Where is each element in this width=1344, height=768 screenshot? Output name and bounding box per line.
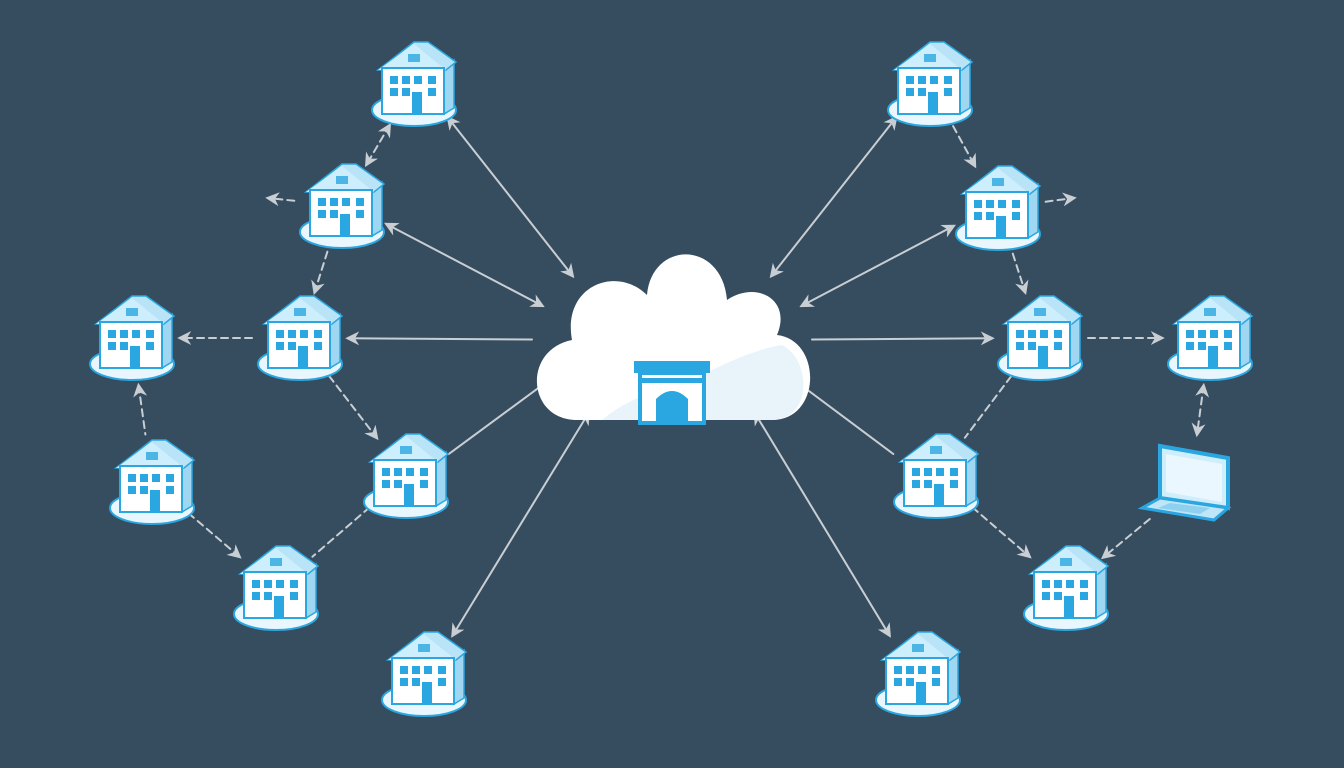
link-tl-2-l-mid xyxy=(311,250,329,295)
node-b-right xyxy=(875,631,962,717)
cloud-hub xyxy=(536,254,811,425)
building-icon xyxy=(875,631,962,717)
building-icon xyxy=(955,165,1042,251)
node-l-low xyxy=(109,439,196,525)
node-r-far xyxy=(1167,295,1254,381)
node-r-bottom xyxy=(1023,545,1110,631)
gateway-building-icon xyxy=(634,361,710,425)
building-icon xyxy=(363,433,450,519)
link-hub-r-mid xyxy=(811,331,995,346)
link-hub-tl-2 xyxy=(384,222,545,308)
link-laptop-r-bottom xyxy=(1100,518,1151,560)
building-icon xyxy=(89,295,176,381)
building-icon xyxy=(109,439,196,525)
link-hub-l-inner xyxy=(447,380,549,456)
building-icon xyxy=(299,163,386,249)
link-l-low-l-bottom xyxy=(187,512,242,559)
hub-layer xyxy=(536,254,811,425)
link-r-mid-r-inner xyxy=(963,375,1013,439)
node-r-mid xyxy=(997,295,1084,381)
building-icon xyxy=(997,295,1084,381)
building-icon xyxy=(893,433,980,519)
node-tr-top xyxy=(887,41,974,127)
node-l-mid xyxy=(257,295,344,381)
link-hub-b-left xyxy=(451,410,590,638)
link-tl-top-tl-2 xyxy=(364,122,392,168)
link-hub-tr-2 xyxy=(799,224,956,308)
building-icon xyxy=(1167,295,1254,381)
node-l-inner xyxy=(363,433,450,519)
building-icon xyxy=(381,631,468,717)
link-hub-b-right xyxy=(753,410,891,638)
laptop-icon xyxy=(1137,443,1232,522)
link-tl-2-left-stub xyxy=(265,192,296,207)
link-hub-tl-top xyxy=(446,115,575,279)
building-icon xyxy=(233,545,320,631)
node-tl-2 xyxy=(299,163,386,249)
link-hub-r-inner xyxy=(795,380,895,455)
node-l-bottom xyxy=(233,545,320,631)
link-l-inner-l-bottom xyxy=(311,506,371,558)
building-icon xyxy=(257,295,344,381)
link-r-far-laptop xyxy=(1191,382,1210,438)
node-laptop xyxy=(1137,443,1232,522)
node-b-left xyxy=(381,631,468,717)
link-tr-2-right-stub xyxy=(1044,192,1077,207)
nodes-layer xyxy=(89,41,1254,717)
link-l-mid-l-inner xyxy=(328,375,379,441)
link-r-inner-r-bottom xyxy=(971,506,1032,559)
link-hub-tr-top xyxy=(769,115,898,279)
links-layer xyxy=(133,115,1210,638)
node-r-inner xyxy=(893,433,980,519)
node-l-far xyxy=(89,295,176,381)
link-tr-top-tr-2 xyxy=(952,125,977,169)
node-tl-top xyxy=(371,41,458,127)
link-hub-l-mid xyxy=(345,331,533,346)
link-tr-2-r-mid xyxy=(1011,252,1029,295)
building-icon xyxy=(1023,545,1110,631)
building-icon xyxy=(371,41,458,127)
node-tr-2 xyxy=(955,165,1042,251)
link-l-far-l-low xyxy=(133,382,148,436)
building-icon xyxy=(887,41,974,127)
